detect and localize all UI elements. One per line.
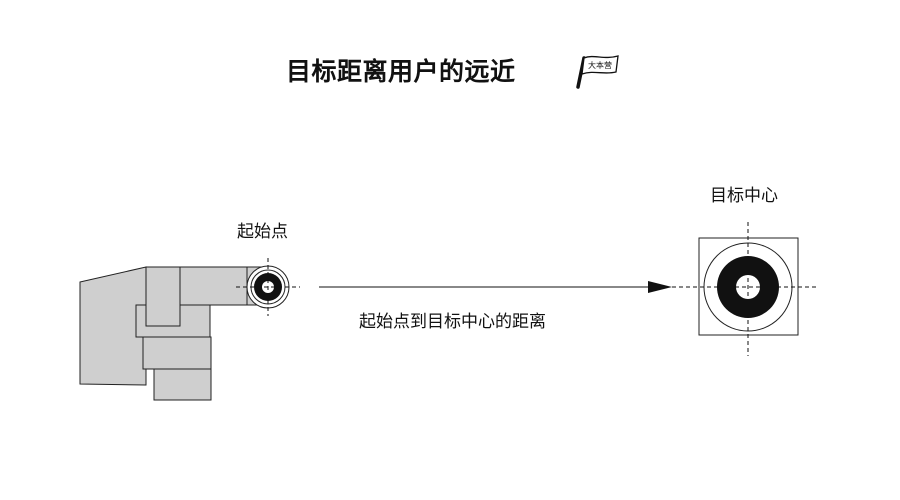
- device-illustration: [79, 266, 268, 401]
- distance-arrow: [319, 281, 672, 293]
- target-marker: [672, 222, 818, 356]
- start-point-marker: [236, 258, 300, 316]
- finger-block-3: [153, 368, 212, 401]
- logo-flag-icon: 大本营: [576, 55, 619, 89]
- hand-shape: [79, 266, 147, 386]
- target-center-label: 目标中心: [710, 186, 778, 206]
- page-title: 目标距离用户的远近: [286, 57, 516, 86]
- header: 目标距离用户的远近 大本营: [0, 50, 900, 98]
- thumb-block: [145, 266, 181, 327]
- distance-label: 起始点到目标中心的距离: [359, 312, 546, 332]
- finger-block-2: [142, 336, 212, 370]
- start-point-label: 起始点: [237, 222, 288, 242]
- logo-text: 大本营: [588, 60, 612, 70]
